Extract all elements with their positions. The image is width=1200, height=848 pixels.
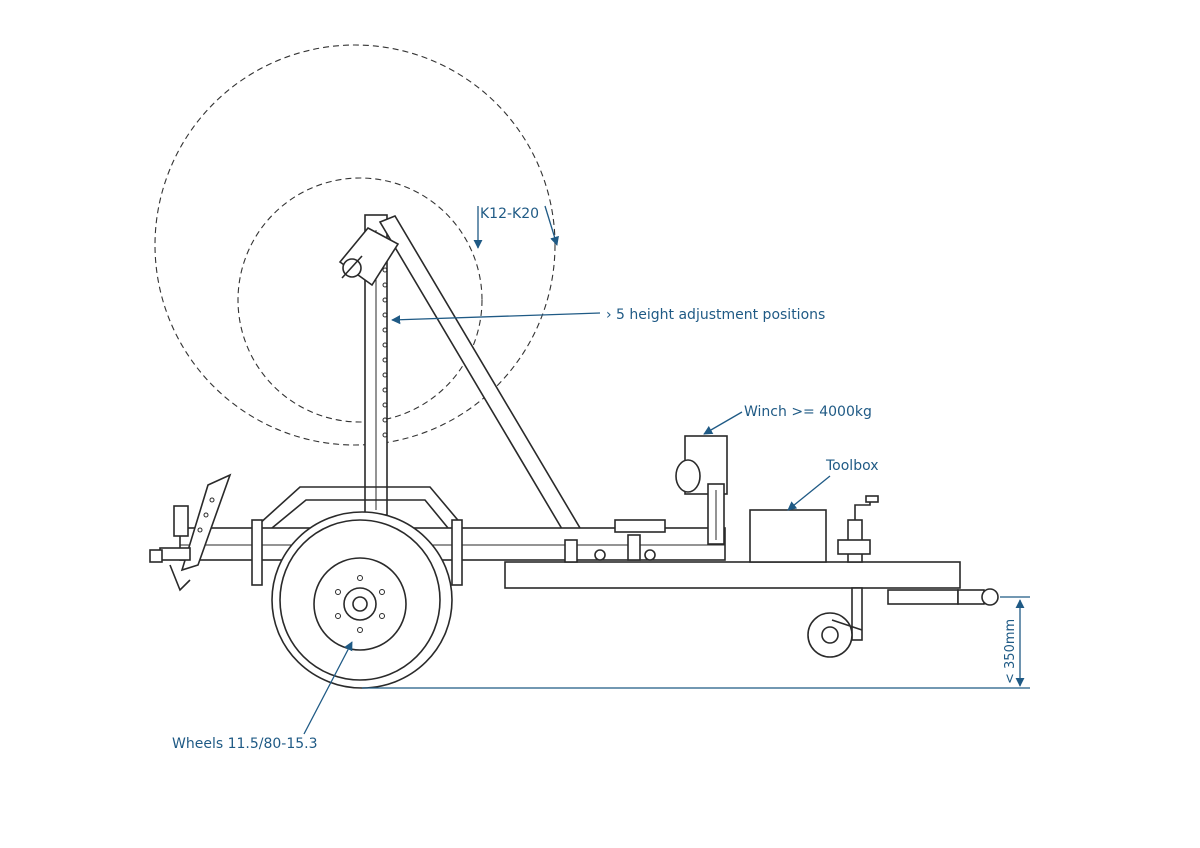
reel-stand <box>338 214 582 535</box>
reel-inner-circle <box>237 177 483 423</box>
reel-size-annotation: K12-K20 <box>473 205 559 249</box>
winch-annotation: Winch >= 4000kg <box>703 404 872 435</box>
front-hitch <box>887 588 999 606</box>
toolbox <box>749 509 827 563</box>
clearance-label: < 350mm <box>1003 619 1018 684</box>
toolbox-annotation: Toolbox <box>787 458 879 511</box>
winch-label: Winch >= 4000kg <box>744 404 872 420</box>
lower-chassis-beam <box>504 561 961 589</box>
wheels-label: Wheels 11.5/80-15.3 <box>172 736 318 752</box>
jockey-wheel <box>807 587 863 658</box>
height-adjustment-annotation: › 5 height adjustment positions <box>391 307 825 325</box>
mast-holes <box>382 267 388 438</box>
winch <box>675 435 728 545</box>
wheels-annotation: Wheels 11.5/80-15.3 <box>172 641 353 752</box>
rear-drawbar <box>149 473 232 592</box>
height-adjustment-label: › 5 height adjustment positions <box>606 307 825 323</box>
fender-arch <box>257 486 463 529</box>
reel-size-label: K12-K20 <box>480 206 539 222</box>
main-wheel <box>271 511 453 689</box>
clearance-dimension: < 350mm <box>1000 596 1030 687</box>
jack-stand <box>837 495 879 563</box>
toolbox-label: Toolbox <box>825 458 879 474</box>
